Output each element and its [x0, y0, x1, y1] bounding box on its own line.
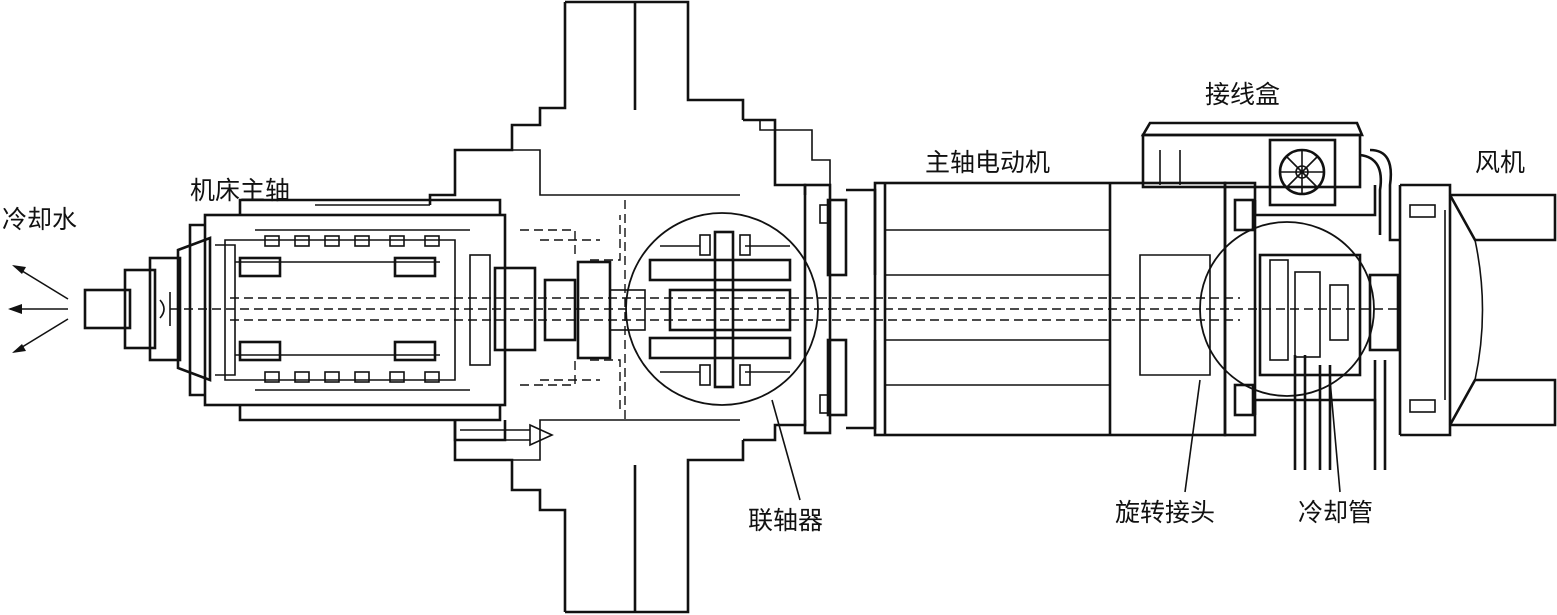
mounting-wall	[428, 0, 831, 614]
spindle-housing	[188, 198, 554, 447]
coupling-parts	[543, 230, 792, 389]
rotary-joint-label: 旋转接头	[1115, 498, 1216, 527]
spindle-motor-label: 主轴电动机	[925, 148, 1051, 177]
machine-spindle-label: 机床主轴	[190, 176, 291, 205]
rear-housing	[1223, 148, 1400, 470]
fan-assembly	[1398, 183, 1557, 437]
coupling-detail-circle	[625, 212, 819, 406]
coupling-label: 联轴器	[748, 506, 824, 535]
junction-box	[1140, 121, 1364, 207]
junction-box-label: 接线盒	[1205, 80, 1281, 109]
coolant-water-label: 冷却水	[2, 205, 78, 234]
fan-label: 风机	[1475, 148, 1526, 177]
spindle-nose	[83, 236, 236, 382]
rotary-joint-detail-circle	[1199, 221, 1375, 397]
coolant-spray-arrows	[8, 265, 69, 353]
hidden-lines	[520, 200, 626, 420]
leader-lines	[315, 204, 1341, 501]
cooling-pipe-label: 冷却管	[1298, 498, 1374, 527]
